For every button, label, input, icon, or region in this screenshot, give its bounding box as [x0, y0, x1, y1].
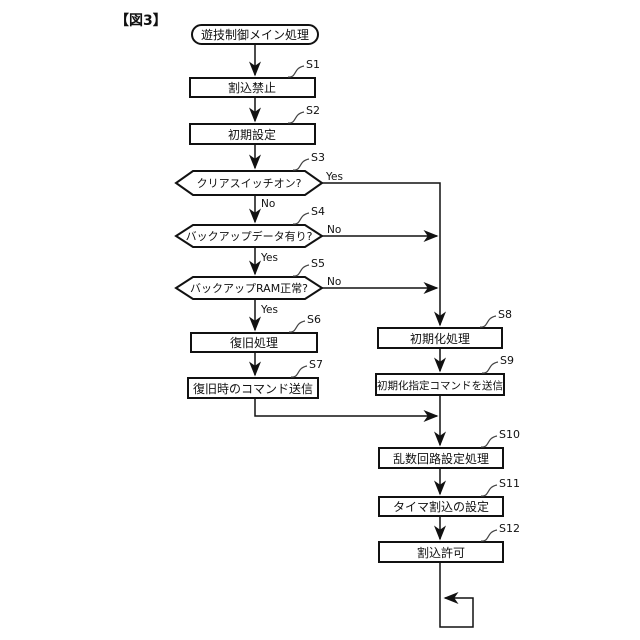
node-s3-label: クリアスイッチオン?: [197, 177, 302, 190]
edge-loop: [439, 562, 474, 628]
node-s12-label: 割込許可: [417, 545, 465, 560]
node-s8-label: 初期化処理: [410, 332, 470, 346]
step-label-s5: S5: [311, 257, 325, 270]
leader-s8: [479, 315, 497, 328]
branch-label-s4-yes: Yes: [260, 252, 278, 264]
figure-label: 【図3】: [115, 13, 167, 29]
branch-label-s3-yes: Yes: [325, 171, 343, 183]
node-s5: バックアップRAM正常?: [174, 276, 324, 300]
node-s9: 初期化指定コマンドを送信: [375, 373, 505, 396]
step-label-s1: S1: [306, 58, 320, 71]
node-s6-label: 復旧処理: [230, 335, 278, 350]
node-s2: 初期設定: [189, 123, 316, 145]
leader-s9: [481, 361, 499, 374]
node-start-label: 遊技制御メイン処理: [201, 27, 309, 42]
edge-s3-yes-s8: [322, 182, 446, 327]
node-s7-label: 復旧時のコマンド送信: [193, 381, 313, 396]
node-s11-label: タイマ割込の設定: [393, 499, 489, 514]
node-s1-label: 割込禁止: [228, 80, 276, 95]
node-s5-label: バックアップRAM正常?: [190, 282, 308, 295]
node-s2-label: 初期設定: [228, 127, 276, 142]
step-label-s4: S4: [311, 205, 325, 218]
node-s12: 割込許可: [378, 541, 504, 563]
branch-label-s4-no: No: [327, 224, 341, 236]
node-s11: タイマ割込の設定: [378, 496, 504, 517]
leader-s10: [480, 435, 498, 448]
leader-s5: [292, 264, 310, 277]
branch-label-s3-no: No: [261, 198, 275, 210]
branch-label-s5-yes: Yes: [260, 304, 278, 316]
node-s4-label: バックアップデータ有り?: [186, 229, 313, 243]
node-s4: バックアップデータ有り?: [174, 224, 324, 248]
leader-s3: [292, 158, 310, 171]
node-s9-label: 初期化指定コマンドを送信: [377, 379, 503, 392]
node-s10-label: 乱数回路設定処理: [393, 451, 489, 466]
leader-s6: [288, 320, 306, 333]
leader-s1: [287, 65, 305, 78]
leader-s7: [290, 365, 308, 378]
node-start: 遊技制御メイン処理: [191, 24, 319, 45]
step-label-s3: S3: [311, 151, 325, 164]
node-s8: 初期化処理: [377, 327, 503, 349]
step-label-s10: S10: [499, 428, 520, 441]
step-label-s12: S12: [499, 522, 520, 535]
edge-s7-trunk: [254, 398, 439, 422]
node-s1: 割込禁止: [189, 77, 316, 98]
step-label-s7: S7: [309, 358, 323, 371]
leader-s12: [480, 529, 498, 542]
leader-s2: [287, 111, 305, 124]
node-s10: 乱数回路設定処理: [378, 447, 504, 469]
node-s6: 復旧処理: [190, 332, 318, 353]
leader-s4: [292, 212, 310, 225]
step-label-s11: S11: [499, 477, 520, 490]
step-label-s2: S2: [306, 104, 320, 117]
step-label-s6: S6: [307, 313, 321, 326]
step-label-s8: S8: [498, 308, 512, 321]
step-label-s9: S9: [500, 354, 514, 367]
node-s7: 復旧時のコマンド送信: [187, 377, 319, 399]
node-s3: クリアスイッチオン?: [174, 170, 324, 196]
leader-s11: [480, 484, 498, 497]
branch-label-s5-no: No: [327, 276, 341, 288]
